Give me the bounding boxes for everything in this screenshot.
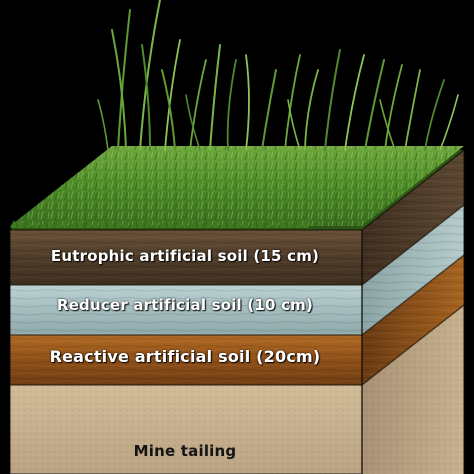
tall-grass-blades (97, 0, 459, 151)
block-outline (9, 148, 465, 474)
reactive-soil-label: Reactive artificial soil (20cm) (49, 347, 321, 366)
reactive-soil-layer (10, 255, 464, 385)
mine-tailing-layer (10, 305, 464, 474)
grass-surface (10, 146, 464, 230)
eutrophic-soil-label: Eutrophic artificial soil (15 cm) (50, 247, 320, 265)
reducer-soil-layer (10, 205, 464, 335)
eutrophic-soil-layer (10, 150, 464, 285)
reducer-soil-label: Reducer artificial soil (10 cm) (56, 296, 314, 314)
mine-tailing-label: Mine tailing (133, 442, 237, 460)
